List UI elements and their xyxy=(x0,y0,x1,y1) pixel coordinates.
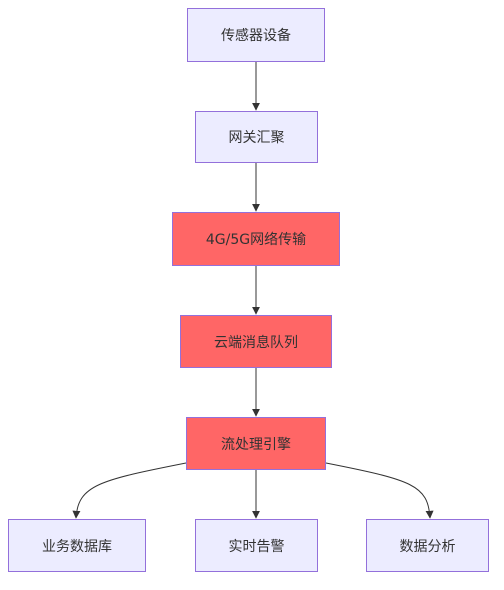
edge-engine-to-analytics xyxy=(325,462,434,519)
node-queue-label: 云端消息队列 xyxy=(214,334,298,351)
edge-engine-to-database xyxy=(72,462,187,519)
node-analytics-label: 数据分析 xyxy=(399,538,456,555)
node-database: 业务数据库 xyxy=(8,519,146,572)
node-transport-label: 4G/5G网络传输 xyxy=(205,232,307,248)
node-database-label: 业务数据库 xyxy=(42,538,112,555)
node-alert: 实时告警 xyxy=(195,519,318,572)
node-engine: 流处理引擎 xyxy=(186,417,326,470)
node-sensor: 传感器设备 xyxy=(187,8,325,62)
node-analytics: 数据分析 xyxy=(366,519,489,572)
node-transport: 4G/5G网络传输 xyxy=(172,212,340,266)
node-engine-label: 流处理引擎 xyxy=(221,436,291,453)
node-gateway: 网关汇聚 xyxy=(195,111,318,163)
node-sensor-label: 传感器设备 xyxy=(221,28,291,44)
node-queue: 云端消息队列 xyxy=(180,315,332,368)
node-gateway-label: 网关汇聚 xyxy=(228,130,285,146)
node-alert-label: 实时告警 xyxy=(228,538,285,555)
